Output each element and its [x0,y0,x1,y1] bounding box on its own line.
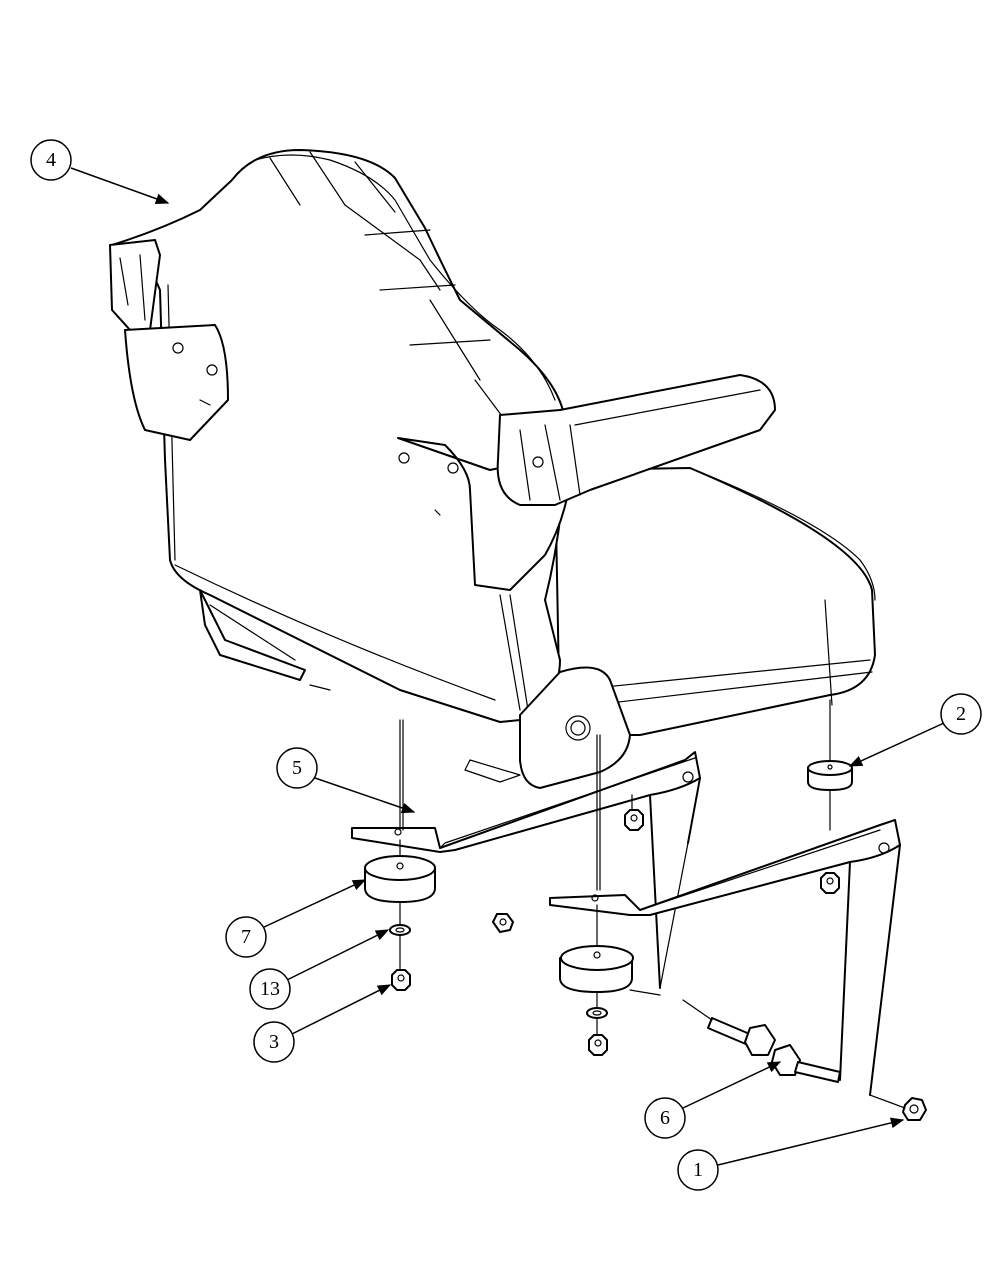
armrest [496,374,776,506]
callout-13: 13 [249,929,390,1010]
nut-loose [492,913,514,933]
seat-pan [199,589,306,681]
flange-nut [902,1097,927,1121]
washer-right [586,1007,608,1019]
left-mount-rail [351,751,701,853]
nut-right [588,1034,608,1056]
washer-left [389,924,411,936]
rubber-isolator-right [559,945,634,993]
right-mount-rail [549,819,901,916]
callout-4-label: 4 [46,149,56,171]
callout-1: 1 [677,1117,905,1191]
callout-13-label: 13 [260,978,280,1000]
callout-4: 4 [30,139,170,204]
rubber-isolator-left [364,855,436,903]
backrest-hinge-bracket [109,239,161,331]
nut-left [391,969,411,991]
callout-1-label: 1 [693,1159,703,1181]
callout-5-label: 5 [292,757,302,779]
seat-assembly [109,149,876,789]
seat-cushion [554,467,876,736]
callout-7: 7 [225,879,367,958]
nut-rail-left [624,809,644,831]
callout-2-label: 2 [956,703,966,725]
callout-6-label: 6 [660,1107,670,1129]
callouts: 1 2 3 4 5 6 [30,139,982,1191]
callout-2: 2 [848,693,982,767]
nut-rail-right [820,872,840,894]
callout-7-label: 7 [241,926,251,948]
left-side-bracket [124,324,229,441]
spacer-washer [807,760,853,791]
callout-6: 6 [644,1061,782,1139]
seat-pivot-bracket [519,666,631,789]
pivot-bolt-left [707,1017,776,1056]
callout-3: 3 [253,984,392,1063]
pivot-bolt-right [771,1044,841,1083]
callout-3-label: 3 [269,1031,279,1053]
mounting-hardware [351,699,927,1121]
callout-5: 5 [276,747,416,814]
